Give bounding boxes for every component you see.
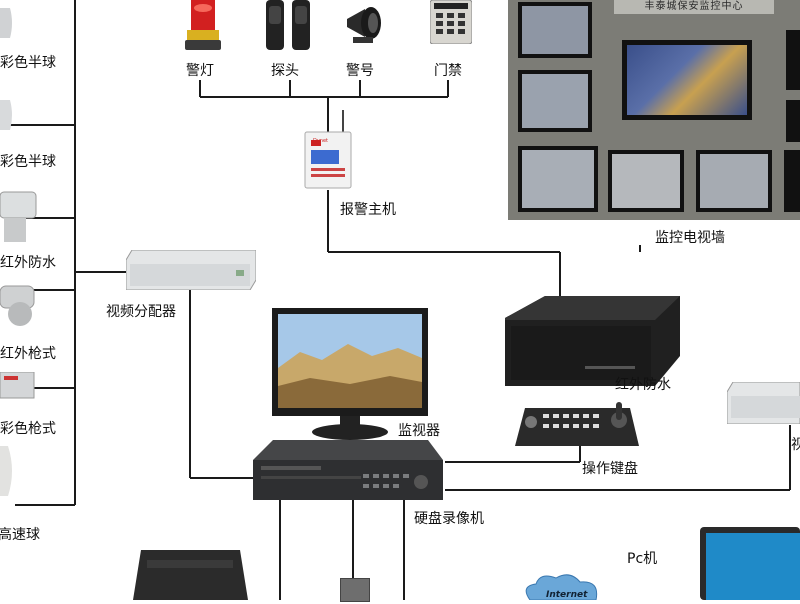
siren-label: 警号 (346, 63, 374, 79)
video-wall: 丰泰城保安监控中心 (508, 0, 800, 220)
detector-icon (264, 0, 312, 52)
ir-bullet-camera-icon (0, 280, 36, 334)
color-dome-camera-icon (0, 100, 14, 130)
internet-label: Internet (546, 590, 588, 600)
ir-waterproof-camera-icon (0, 188, 38, 248)
detector-label: 探头 (271, 63, 299, 79)
video-wall-header: 丰泰城保安监控中心 (614, 0, 774, 14)
wall-screen (518, 70, 592, 132)
alarm-host-brand: Dynet (313, 138, 329, 144)
monitor-label: 监视器 (398, 423, 440, 439)
right-distributor-device (726, 381, 800, 425)
camera-label-ir-bullet: 红外枪式 (0, 346, 56, 362)
monitor-device (270, 308, 430, 443)
speed-dome-camera-icon (0, 446, 16, 496)
dvr-device (253, 440, 443, 502)
control-keyboard-label: 操作键盘 (582, 461, 638, 477)
wall-screen (608, 150, 684, 212)
alarm-host-panel: Dynet (303, 110, 353, 190)
color-bullet-camera-icon (0, 371, 36, 402)
camera-label-color-bullet: 彩色枪式 (0, 421, 56, 437)
camera-label-color-dome-2: 彩色半球 (0, 154, 56, 170)
color-dome-camera-icon (0, 8, 14, 38)
wall-screen (518, 2, 592, 58)
camera-label-ir-waterproof: 红外防水 (0, 255, 56, 271)
wall-screen (696, 150, 772, 212)
video-distributor-device (125, 249, 257, 291)
camera-label-color-dome-1: 彩色半球 (0, 55, 56, 71)
camera-label-speed-dome: 高速球 (0, 527, 40, 543)
wall-main-screen (622, 40, 752, 120)
ir-waterproof-unit-label: 红外防水 (615, 377, 671, 393)
video-wall-label: 监控电视墙 (655, 230, 725, 246)
right-device-label: 视 (791, 437, 800, 453)
access-control-keypad-icon (429, 0, 473, 45)
warning-light-label: 警灯 (186, 63, 214, 79)
access-control-label: 门禁 (434, 63, 462, 79)
wall-screen (784, 150, 800, 212)
video-distributor-label: 视频分配器 (106, 304, 176, 320)
small-device-box (340, 578, 370, 602)
siren-icon (343, 3, 389, 49)
internet-cloud-icon: Internet (520, 572, 602, 601)
control-keyboard-device (515, 400, 640, 450)
printer-device (133, 550, 248, 600)
warning-light-icon (183, 0, 223, 52)
dvr-label: 硬盘录像机 (414, 511, 484, 527)
alarm-host-label: 报警主机 (340, 202, 396, 218)
ir-waterproof-rack-unit (505, 296, 680, 392)
wall-screen (786, 100, 800, 142)
wall-screen (786, 30, 800, 90)
pc-label: Pc机 (627, 551, 658, 567)
laptop-device (700, 527, 800, 600)
wall-screen (518, 146, 598, 212)
